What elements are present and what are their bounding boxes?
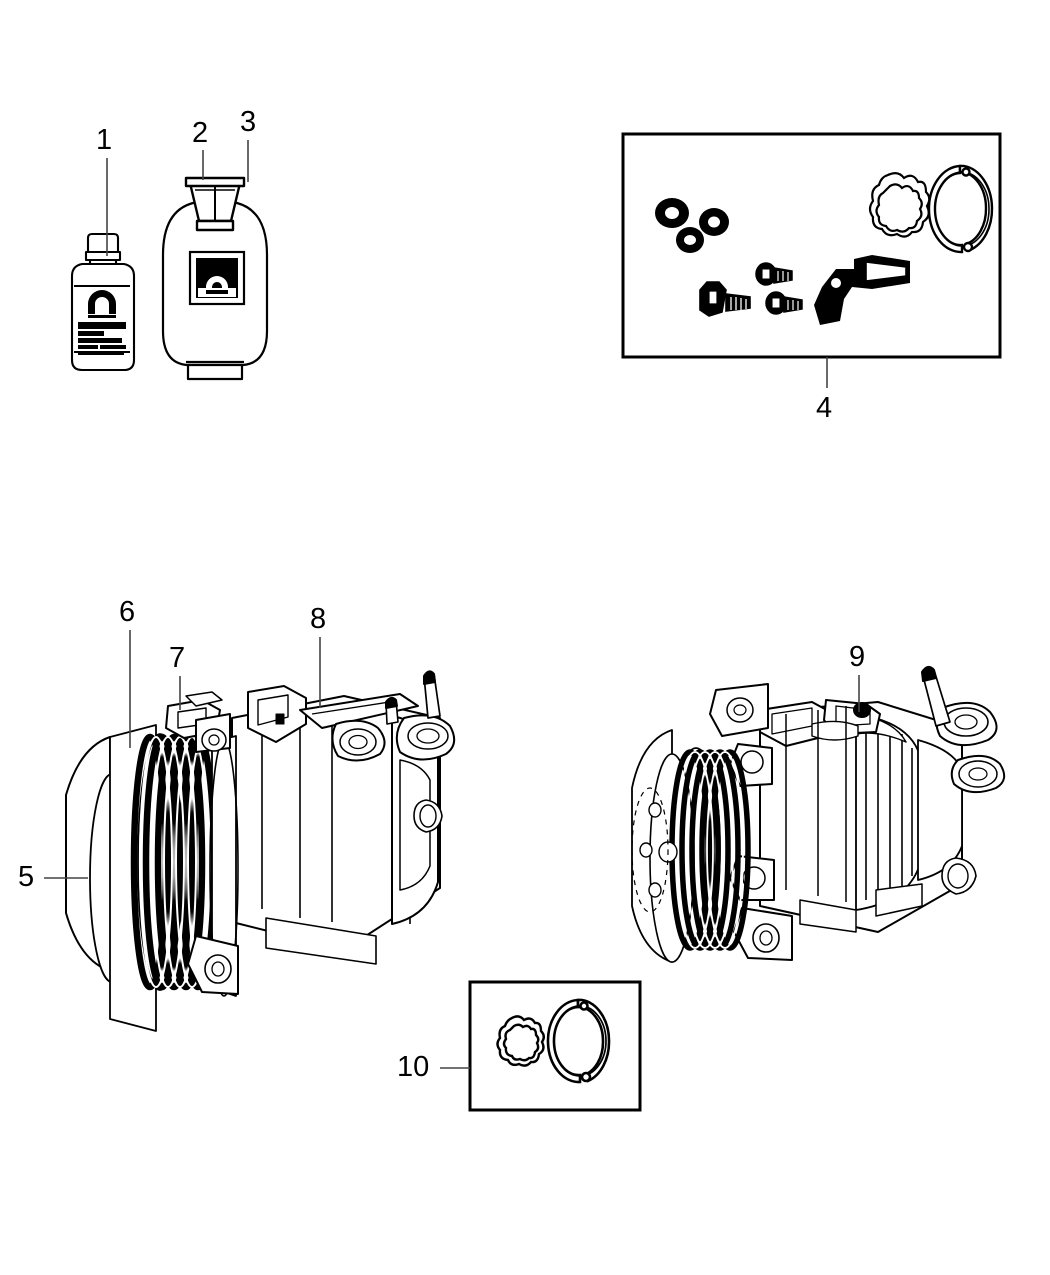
screw-short-a <box>755 262 793 286</box>
compressor-finned-barrel <box>855 713 921 911</box>
hex-flange-bolt <box>699 281 751 317</box>
callout-label-7[interactable]: 7 <box>169 642 186 674</box>
compressor-ports <box>921 666 1006 794</box>
clutch-pulley-group <box>65 724 239 1032</box>
compressor-mounting-ears <box>187 713 239 995</box>
compressor-electrical-connector <box>247 685 307 743</box>
pulley-belt-grooves <box>130 733 230 991</box>
snap-ring <box>927 164 994 254</box>
compressor-ports <box>331 670 456 762</box>
mounting-bracket <box>814 255 910 325</box>
callout-label-1[interactable]: 1 <box>96 124 113 156</box>
seal-kit-box <box>468 980 642 1112</box>
callout-label-8[interactable]: 8 <box>310 603 327 635</box>
compressor-right-assembly <box>631 666 1006 963</box>
mopar-omega-logo <box>88 290 116 318</box>
o-ring-seal-large <box>655 198 689 228</box>
callout-label-9[interactable]: 9 <box>849 641 866 673</box>
canister-label <box>188 250 246 306</box>
screw-short-b <box>765 291 803 315</box>
callout-label-2[interactable]: 2 <box>192 117 209 149</box>
hardware-kit-box <box>621 132 1002 359</box>
snap-ring <box>546 998 611 1084</box>
oil-bottle-part <box>70 232 136 372</box>
mopar-wordmark <box>206 290 228 294</box>
callout-leader-lines <box>44 140 860 1069</box>
callout-label-6[interactable]: 6 <box>119 596 136 628</box>
o-ring-seal-small <box>676 227 704 253</box>
callout-label-4[interactable]: 4 <box>816 392 833 424</box>
callout-label-3[interactable]: 3 <box>240 106 257 138</box>
wavy-washer <box>496 1015 545 1067</box>
callout-label-5[interactable]: 5 <box>18 861 35 893</box>
bottle-label-artwork <box>78 290 126 355</box>
compressor-left-assembly <box>65 670 456 1032</box>
wavy-washer <box>868 171 931 238</box>
clutch-pulley-group <box>631 729 751 963</box>
callout-label-10[interactable]: 10 <box>397 1051 430 1083</box>
bottle-text-blocks <box>78 322 126 355</box>
canister-valve-cap <box>184 176 246 232</box>
o-ring-seal-medium <box>699 208 729 236</box>
